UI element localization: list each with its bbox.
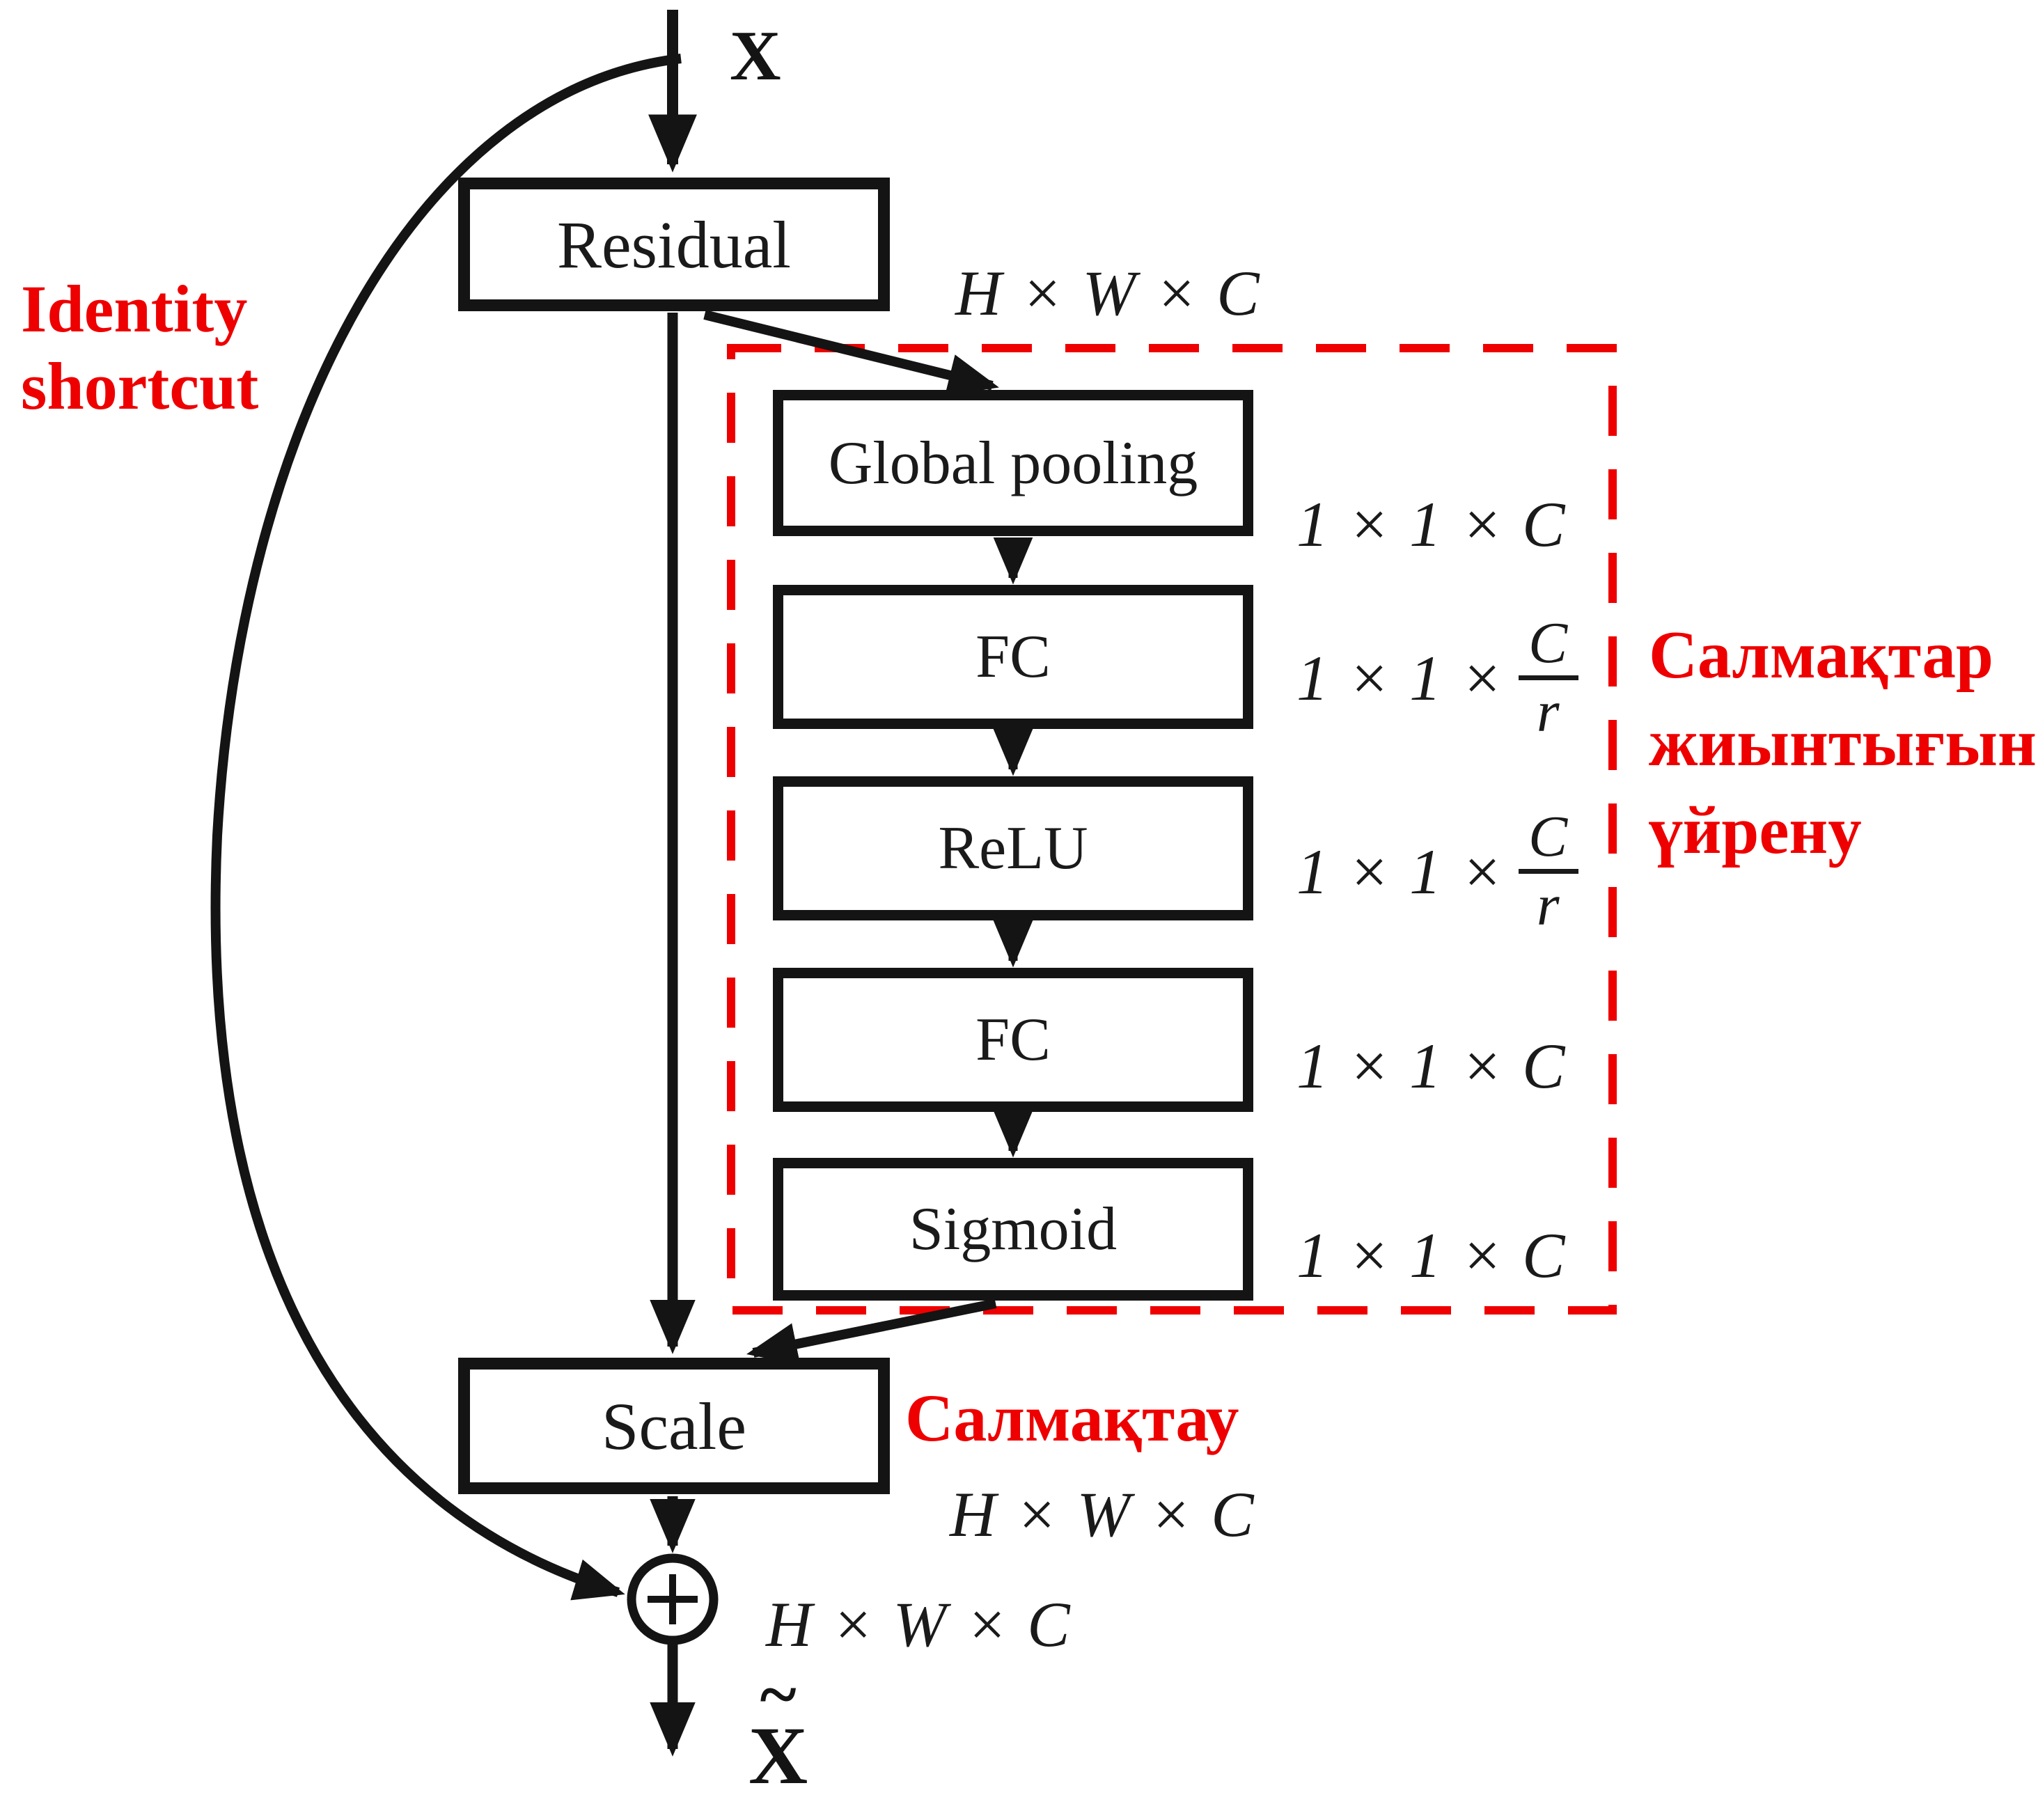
relu-dim-fraction: C r (1519, 806, 1579, 939)
residual-to-pooling-arrow (703, 310, 999, 396)
output-label: ~ X (748, 1656, 808, 1801)
global-pooling-box: Global pooling (773, 390, 1253, 536)
identity-shortcut-label: Identity shortcut (21, 272, 259, 424)
scale-box: Scale (458, 1358, 890, 1494)
scale-label: Scale (602, 1388, 746, 1464)
plus-circle-icon (627, 1553, 719, 1645)
sum-dim-label: H × W × C (766, 1589, 1072, 1660)
fc2-dim-label: 1 × 1 × C (1296, 1030, 1567, 1101)
relu-dim-numerator: C (1519, 806, 1579, 874)
relu-dim-denominator: r (1536, 873, 1561, 939)
scale-dim-label: H × W × C (950, 1479, 1255, 1550)
global-pooling-dim-label: 1 × 1 × C (1296, 489, 1567, 560)
sigmoid-dim-label: 1 × 1 × C (1296, 1220, 1567, 1291)
sigmoid-box: Sigmoid (773, 1158, 1253, 1301)
output-label-tilde: ~ (760, 1656, 797, 1733)
global-pooling-label: Global pooling (828, 429, 1198, 497)
fc1-dim-fraction: C r (1519, 612, 1579, 745)
fc1-label: FC (975, 623, 1051, 691)
se-region-annotation: Салмақтар жиынтығын үйрену (1649, 618, 2037, 868)
relu-dim-prefix: 1 × 1 × (1296, 836, 1505, 907)
relu-dim-label: 1 × 1 × C r (1296, 806, 1579, 939)
scale-annotation: Салмақтау (905, 1381, 1239, 1455)
fc1-dim-prefix: 1 × 1 × (1296, 642, 1505, 714)
fc1-dim-numerator: C (1519, 612, 1579, 681)
relu-label: ReLU (938, 815, 1088, 882)
fc2-label: FC (975, 1006, 1051, 1074)
identity-shortcut-curve (210, 54, 682, 1601)
output-label-base: X (748, 1710, 808, 1801)
fc1-dim-label: 1 × 1 × C r (1296, 612, 1579, 745)
sigmoid-to-scale-arrow (746, 1299, 997, 1365)
residual-box: Residual (458, 178, 890, 311)
residual-dim-label: H × W × C (955, 258, 1261, 329)
residual-label: Residual (557, 207, 791, 282)
fc1-box: FC (773, 585, 1253, 729)
relu-box: ReLU (773, 776, 1253, 920)
input-label: X (730, 17, 781, 95)
se-region-dashed-box (727, 344, 1617, 1315)
fc1-dim-denominator: r (1536, 680, 1561, 745)
fc2-box: FC (773, 968, 1253, 1112)
sigmoid-label: Sigmoid (909, 1195, 1118, 1263)
